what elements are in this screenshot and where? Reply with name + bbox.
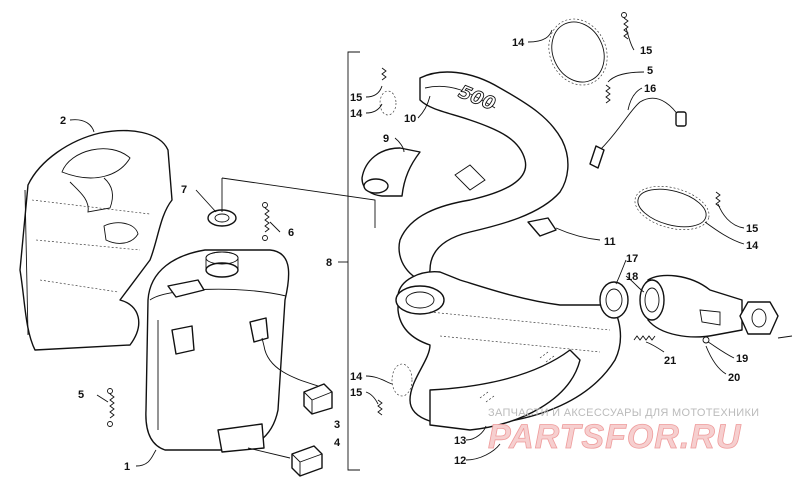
watermark-subtitle: ЗАПЧАСТИ И АКСЕССУАРЫ ДЛЯ МОТОТЕХНИКИ <box>488 407 759 419</box>
callout-15-b: 15 <box>640 45 652 57</box>
watermark: ЗАПЧАСТИ И АКСЕССУАРЫ ДЛЯ МОТОТЕХНИКИ PA… <box>488 407 759 456</box>
group-8-bracket <box>347 51 360 471</box>
expansion-chamber: 500 <box>395 71 622 431</box>
callout-3: 3 <box>334 419 340 431</box>
connector-pipe <box>361 147 421 197</box>
spring-mid-right <box>715 191 721 208</box>
callouts: 2 7 6 8 5 1 3 4 15 14 9 10 14 15 5 16 11… <box>60 37 759 473</box>
callout-14-c: 14 <box>746 240 759 252</box>
callout-14-b: 14 <box>512 37 525 49</box>
spring-5-right <box>605 84 611 104</box>
callout-5-left: 5 <box>78 389 84 401</box>
callout-15-d: 15 <box>350 387 362 399</box>
manifold-gasket <box>739 301 779 335</box>
callout-4: 4 <box>334 437 341 449</box>
callout-5-right: 5 <box>647 65 653 77</box>
callout-21: 21 <box>664 355 676 367</box>
bolt <box>702 335 793 344</box>
callout-16: 16 <box>644 83 656 95</box>
spring-5-left <box>107 388 115 427</box>
callout-13: 13 <box>454 435 466 447</box>
callout-10: 10 <box>404 113 416 125</box>
callout-2: 2 <box>60 115 66 127</box>
heat-shield-cover <box>19 129 173 351</box>
watermark-logo: PARTSFOR.RU <box>488 418 742 456</box>
callout-9: 9 <box>383 133 389 145</box>
callout-8: 8 <box>326 257 332 269</box>
callout-17: 17 <box>626 253 638 265</box>
callout-20: 20 <box>728 372 740 384</box>
clamp-upper-left <box>379 90 397 116</box>
spring-lower-left <box>377 399 383 416</box>
rubber-mount-4 <box>291 445 323 477</box>
clamp-top-right <box>548 18 608 86</box>
leader-lines <box>69 27 745 467</box>
spring-6 <box>262 202 270 241</box>
temperature-sensor <box>589 97 687 169</box>
callout-15-a: 15 <box>350 92 362 104</box>
exhaust-manifold <box>639 274 743 338</box>
callout-1: 1 <box>124 461 130 473</box>
callout-11: 11 <box>604 236 616 248</box>
valve-stud <box>527 217 557 237</box>
callout-18: 18 <box>626 271 638 283</box>
callout-15-c: 15 <box>746 223 758 235</box>
spring-upper-left <box>381 67 387 81</box>
grommet <box>207 209 237 227</box>
callout-6: 6 <box>288 227 294 239</box>
clamp-mid-right <box>634 186 710 230</box>
callout-14-a: 14 <box>350 108 363 120</box>
spring-top-right <box>621 12 629 40</box>
seal-ring <box>599 281 629 319</box>
rubber-mount-3 <box>303 383 333 415</box>
spring-21 <box>633 335 656 341</box>
callout-14-d: 14 <box>350 371 363 383</box>
callout-7: 7 <box>181 184 187 196</box>
callout-12: 12 <box>454 455 466 467</box>
muffler-can <box>145 249 290 453</box>
clamp-lower <box>391 363 413 397</box>
callout-19: 19 <box>736 353 748 365</box>
